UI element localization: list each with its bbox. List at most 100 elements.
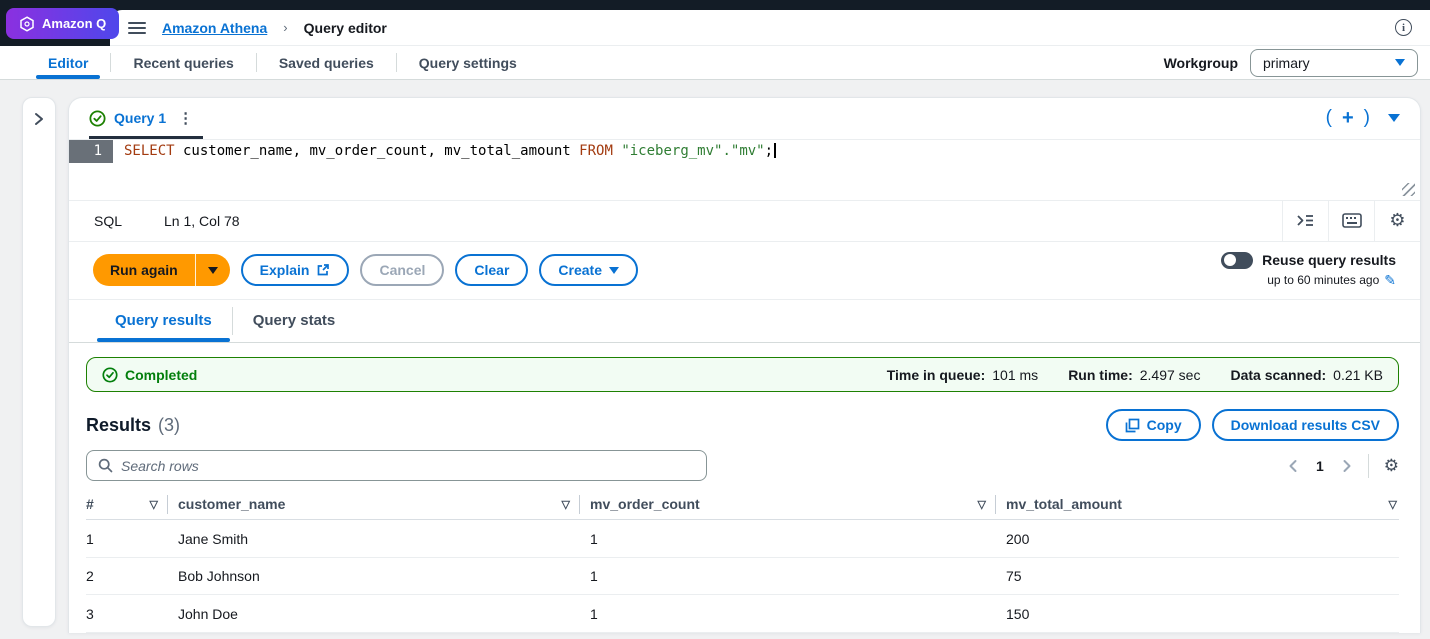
breadcrumb-current: Query editor <box>303 19 387 36</box>
search-rows-box <box>86 450 707 482</box>
hamburger-menu-icon[interactable] <box>128 21 146 34</box>
stat-label: Time in queue: <box>886 366 986 383</box>
page-number[interactable]: 1 <box>1315 457 1324 474</box>
format-query-button[interactable] <box>1282 200 1328 241</box>
workgroup-value: primary <box>1263 54 1310 71</box>
column-header-index[interactable]: # ▽ <box>86 489 168 519</box>
tab-divider <box>255 53 257 72</box>
create-dropdown-button[interactable]: Create <box>539 254 639 287</box>
tab-divider <box>395 53 397 72</box>
query-tab-1[interactable]: Query 1 ⋮ <box>89 98 204 139</box>
cell-mv-total-amount: 150 <box>1006 605 1030 622</box>
table-preferences-gear-icon[interactable]: ⚙ <box>1383 455 1399 475</box>
filter-icon[interactable]: ▽ <box>149 498 158 511</box>
run-again-button[interactable]: Run again <box>110 262 178 279</box>
cancel-button[interactable]: Cancel <box>360 254 445 287</box>
cell-customer-name: Bob Johnson <box>178 568 260 585</box>
scroll-tabs-right-button[interactable]: ) <box>1363 107 1370 129</box>
external-link-icon <box>318 264 330 276</box>
pager-divider <box>1367 453 1369 478</box>
expand-panel-chevron-icon[interactable] <box>32 112 46 126</box>
results-title: Results <box>86 414 152 435</box>
keyboard-shortcuts-button[interactable] <box>1328 200 1374 241</box>
tab-query-settings[interactable]: Query settings <box>418 54 517 71</box>
run-again-split-button[interactable]: Run again <box>93 254 230 287</box>
sql-keyword: FROM <box>579 142 613 159</box>
code-line-1: 1 SELECT customer_name, mv_order_count, … <box>69 139 1420 163</box>
table-row[interactable]: 2 Bob Johnson 1 75 <box>86 558 1399 596</box>
tab-divider <box>110 53 112 72</box>
tab-saved-queries[interactable]: Saved queries <box>278 54 374 71</box>
toggle-knob <box>1223 254 1236 267</box>
column-label: customer_name <box>178 496 286 513</box>
filter-icon[interactable]: ▽ <box>977 498 986 511</box>
reuse-note-text: up to 60 minutes ago <box>1267 273 1380 288</box>
copy-icon <box>1125 418 1139 433</box>
chevron-down-icon <box>1395 59 1405 66</box>
reuse-results-toggle[interactable] <box>1221 251 1254 269</box>
cell-mv-order-count: 1 <box>590 568 598 585</box>
sql-code-editor[interactable]: 1 SELECT customer_name, mv_order_count, … <box>69 139 1420 201</box>
query-stats-summary: Time in queue: 101 ms Run time: 2.497 se… <box>887 367 1383 383</box>
data-sidebar-collapsed-panel[interactable] <box>22 97 56 627</box>
status-text: Completed <box>125 366 198 383</box>
cell-customer-name: John Doe <box>178 605 238 622</box>
table-row[interactable]: 3 John Doe 1 150 <box>86 595 1399 633</box>
query-tab-controls: ( + ) <box>1326 98 1400 139</box>
column-header-customer-name[interactable]: customer_name ▽ <box>168 489 580 519</box>
sql-keyword: SELECT <box>124 142 175 159</box>
amazon-q-label: Amazon Q <box>42 16 107 31</box>
editor-resize-handle[interactable] <box>1402 182 1415 196</box>
breadcrumb-bar: Amazon Athena › Query editor i <box>110 10 1430 46</box>
status-completed: Completed <box>102 367 197 383</box>
run-options-dropdown[interactable] <box>196 254 230 286</box>
stat-run-time: Run time: 2.497 sec <box>1068 367 1200 383</box>
stat-value: 0.21 KB <box>1333 366 1383 383</box>
table-row[interactable]: 1 Jane Smith 1 200 <box>86 520 1399 558</box>
explain-button[interactable]: Explain <box>240 254 350 287</box>
column-divider <box>579 494 580 514</box>
download-results-csv-button[interactable]: Download results CSV <box>1211 409 1399 442</box>
results-count: (3) <box>158 414 181 435</box>
tab-recent-queries[interactable]: Recent queries <box>133 54 234 71</box>
success-check-icon <box>102 366 118 383</box>
workgroup-select[interactable]: primary <box>1250 48 1418 77</box>
add-query-tab-button[interactable]: + <box>1341 106 1354 129</box>
search-rows-input[interactable] <box>121 457 695 474</box>
query-editor-card: Query 1 ⋮ ( + ) 1 SELECT customer_name, … <box>68 97 1421 633</box>
clear-button[interactable]: Clear <box>455 254 529 287</box>
main-content: Query 1 ⋮ ( + ) 1 SELECT customer_name, … <box>0 80 1430 639</box>
line-number: 1 <box>69 139 113 163</box>
editor-settings-button[interactable]: ⚙ <box>1374 200 1420 241</box>
filter-icon[interactable]: ▽ <box>561 498 570 511</box>
copy-button[interactable]: Copy <box>1105 409 1201 442</box>
scroll-tabs-left-button[interactable]: ( <box>1325 107 1332 129</box>
stat-time-in-queue: Time in queue: 101 ms <box>887 367 1038 383</box>
next-page-chevron-icon[interactable] <box>1341 459 1353 473</box>
text-cursor <box>774 143 776 159</box>
tab-query-results[interactable]: Query results <box>95 300 232 342</box>
cell-index: 3 <box>86 605 94 622</box>
tab-editor[interactable]: Editor <box>26 46 110 79</box>
filter-icon[interactable]: ▽ <box>1388 498 1397 511</box>
top-navigation-bar: Amazon Q Amazon Athena › Query editor i <box>0 0 1430 46</box>
chevron-down-icon <box>207 266 218 274</box>
tab-query-stats[interactable]: Query stats <box>252 312 336 330</box>
pagination: 1 ⚙ <box>1287 453 1399 478</box>
amazon-q-button[interactable]: Amazon Q <box>6 8 120 39</box>
tab-list-dropdown-icon[interactable] <box>1388 114 1400 123</box>
cell-mv-total-amount: 200 <box>1006 530 1030 547</box>
info-icon[interactable]: i <box>1395 19 1412 36</box>
query-success-check-icon <box>89 110 106 127</box>
copy-label: Copy <box>1146 417 1182 434</box>
keyboard-icon <box>1341 213 1362 229</box>
query-tab-kebab-icon[interactable]: ⋮ <box>178 110 194 128</box>
editor-status-bar: SQL Ln 1, Col 78 <box>69 200 1420 241</box>
breadcrumb-athena-link[interactable]: Amazon Athena <box>162 19 268 36</box>
edit-pencil-icon[interactable]: ✎ <box>1384 271 1396 288</box>
amazon-q-hexagon-icon <box>20 15 34 32</box>
column-header-mv-order-count[interactable]: mv_order_count ▽ <box>580 489 996 519</box>
previous-page-chevron-icon[interactable] <box>1287 459 1299 473</box>
column-header-mv-total-amount[interactable]: mv_total_amount ▽ <box>996 489 1399 519</box>
run-button-divider <box>194 254 196 287</box>
